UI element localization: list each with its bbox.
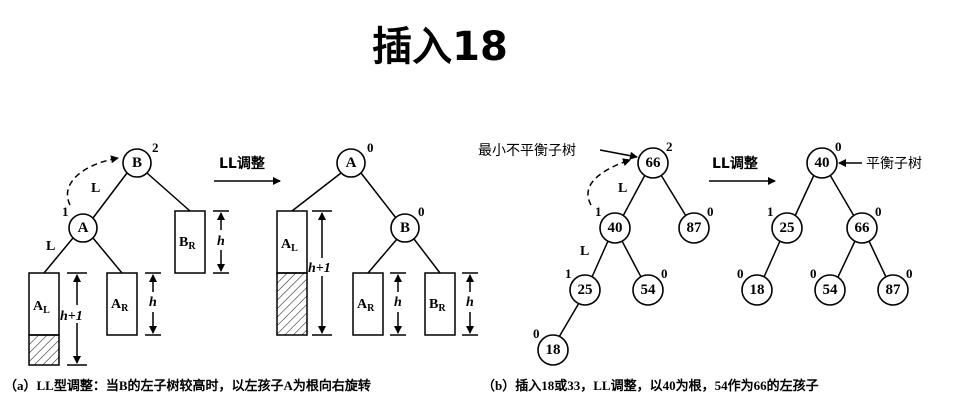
subtree-al-added-level <box>276 272 308 336</box>
balance-factor-a: 0 <box>367 140 374 155</box>
node-a <box>336 148 366 178</box>
page-title: 插入18 <box>372 24 508 70</box>
node-87 <box>877 274 909 306</box>
edge-a-al <box>43 237 74 274</box>
edge-label-l: L <box>618 181 627 196</box>
ll-adjust-arrow-a: LL调整 <box>214 155 281 185</box>
subtree-ar <box>106 272 138 336</box>
node-b-label: B <box>132 155 142 171</box>
height-label: h+1 <box>60 309 83 324</box>
node-a-label: A <box>78 220 89 236</box>
node-a-label: A <box>346 155 357 171</box>
balance-factor-a: 1 <box>62 204 69 219</box>
balance-factor-25: 1 <box>767 204 774 219</box>
edge-b-br <box>146 172 191 212</box>
node-18 <box>741 274 773 306</box>
ll-adjust-arrow-b: LL调整 <box>709 155 776 185</box>
node-18 <box>537 334 569 366</box>
node-25 <box>569 274 601 306</box>
height-label: h+1 <box>308 261 331 276</box>
rotation-dashed-arrow <box>66 155 119 206</box>
node-b <box>122 148 152 178</box>
node-40-label: 40 <box>608 220 623 236</box>
subtree-al <box>28 272 60 336</box>
balance-factor-66: 2 <box>666 139 673 154</box>
arrow-label: LL调整 <box>219 155 266 172</box>
height-label: h <box>394 295 402 310</box>
height-marker-ar: h <box>390 272 406 336</box>
caption-a: （a）LL型调整：当B的左子树较高时，以左孩子A为根向右旋转 <box>4 378 371 393</box>
rotation-dashed-arrow <box>587 158 631 206</box>
panel-b-before: 最小不平衡子树 L L 18 0 25 1 40 1 54 0 66 2 87 0 <box>478 139 714 366</box>
arrow-label: LL调整 <box>712 155 759 172</box>
height-label: h <box>217 234 225 249</box>
node-54-label: 54 <box>641 282 657 298</box>
height-marker-al: h+1 <box>308 210 332 336</box>
node-40-label: 40 <box>815 155 830 171</box>
node-b-label: B <box>400 220 410 236</box>
balance-factor-b: 2 <box>152 140 159 155</box>
node-25-label: 25 <box>780 220 795 236</box>
annotation-min-unbalanced-subtree: 最小不平衡子树 <box>478 143 576 159</box>
balance-factor-40: 0 <box>835 139 842 154</box>
edge-label-l: L <box>580 244 589 259</box>
height-marker-al: h+1 <box>60 272 87 366</box>
node-54 <box>632 274 664 306</box>
balance-factor-25: 1 <box>565 266 572 281</box>
caption-b: （b）插入18或33，LL调整，以40为根，54作为66的左孩子 <box>482 378 819 393</box>
subtree-al-label: AL <box>281 237 298 254</box>
node-87 <box>678 212 710 244</box>
subtree-br <box>424 272 456 336</box>
annotation-balanced-subtree: 平衡子树 <box>866 156 922 172</box>
subtree-al-label: AL <box>33 299 50 316</box>
height-label: h <box>149 295 157 310</box>
node-18-label: 18 <box>750 282 765 298</box>
balance-factor-66: 0 <box>875 204 882 219</box>
balance-factor-18: 0 <box>737 266 744 281</box>
node-66 <box>637 147 669 179</box>
subtree-ar-label: AR <box>111 297 129 314</box>
height-marker-br: h <box>462 272 478 336</box>
node-66 <box>846 212 878 244</box>
node-25-label: 25 <box>578 282 593 298</box>
edge-b-a <box>92 172 128 219</box>
balance-factor-87: 0 <box>906 266 913 281</box>
height-marker-br: h <box>213 210 229 274</box>
node-66-label: 66 <box>646 155 662 171</box>
node-54-label: 54 <box>823 282 839 298</box>
subtree-ar-label: AR <box>357 297 375 314</box>
subtree-br-label: BR <box>429 297 446 314</box>
subtree-br <box>174 210 206 274</box>
balance-factor-40: 1 <box>595 204 602 219</box>
panel-b-after: 平衡子树 18 0 25 1 40 0 54 0 66 0 87 0 <box>737 139 922 306</box>
balance-factor-b: 0 <box>418 204 425 219</box>
node-a <box>68 213 98 243</box>
node-87-label: 87 <box>687 220 703 236</box>
node-b <box>390 213 420 243</box>
balance-factor-87: 0 <box>707 204 714 219</box>
edge-label-l: L <box>91 181 100 196</box>
edge-label-l: L <box>46 239 55 254</box>
node-25 <box>771 212 803 244</box>
panel-a-after: A 0 B 0 AL AR BR h+1 h h <box>276 140 478 336</box>
node-66-label: 66 <box>855 220 871 236</box>
node-87-label: 87 <box>886 282 902 298</box>
subtree-br-label: BR <box>179 235 196 252</box>
balance-factor-54: 0 <box>810 266 817 281</box>
panel-a-before: B 2 A 1 L L AL AR BR h+1 h h <box>28 140 229 366</box>
node-40 <box>599 212 631 244</box>
edge-a-ar <box>92 237 123 274</box>
node-54 <box>814 274 846 306</box>
subtree-al-added-level <box>28 334 60 366</box>
subtree-ar <box>352 272 384 336</box>
height-label: h <box>466 295 474 310</box>
node-40 <box>806 147 838 179</box>
balance-factor-18: 0 <box>533 326 540 341</box>
height-marker-ar: h <box>145 272 161 336</box>
node-18-label: 18 <box>546 342 561 358</box>
balance-factor-54: 0 <box>661 266 668 281</box>
